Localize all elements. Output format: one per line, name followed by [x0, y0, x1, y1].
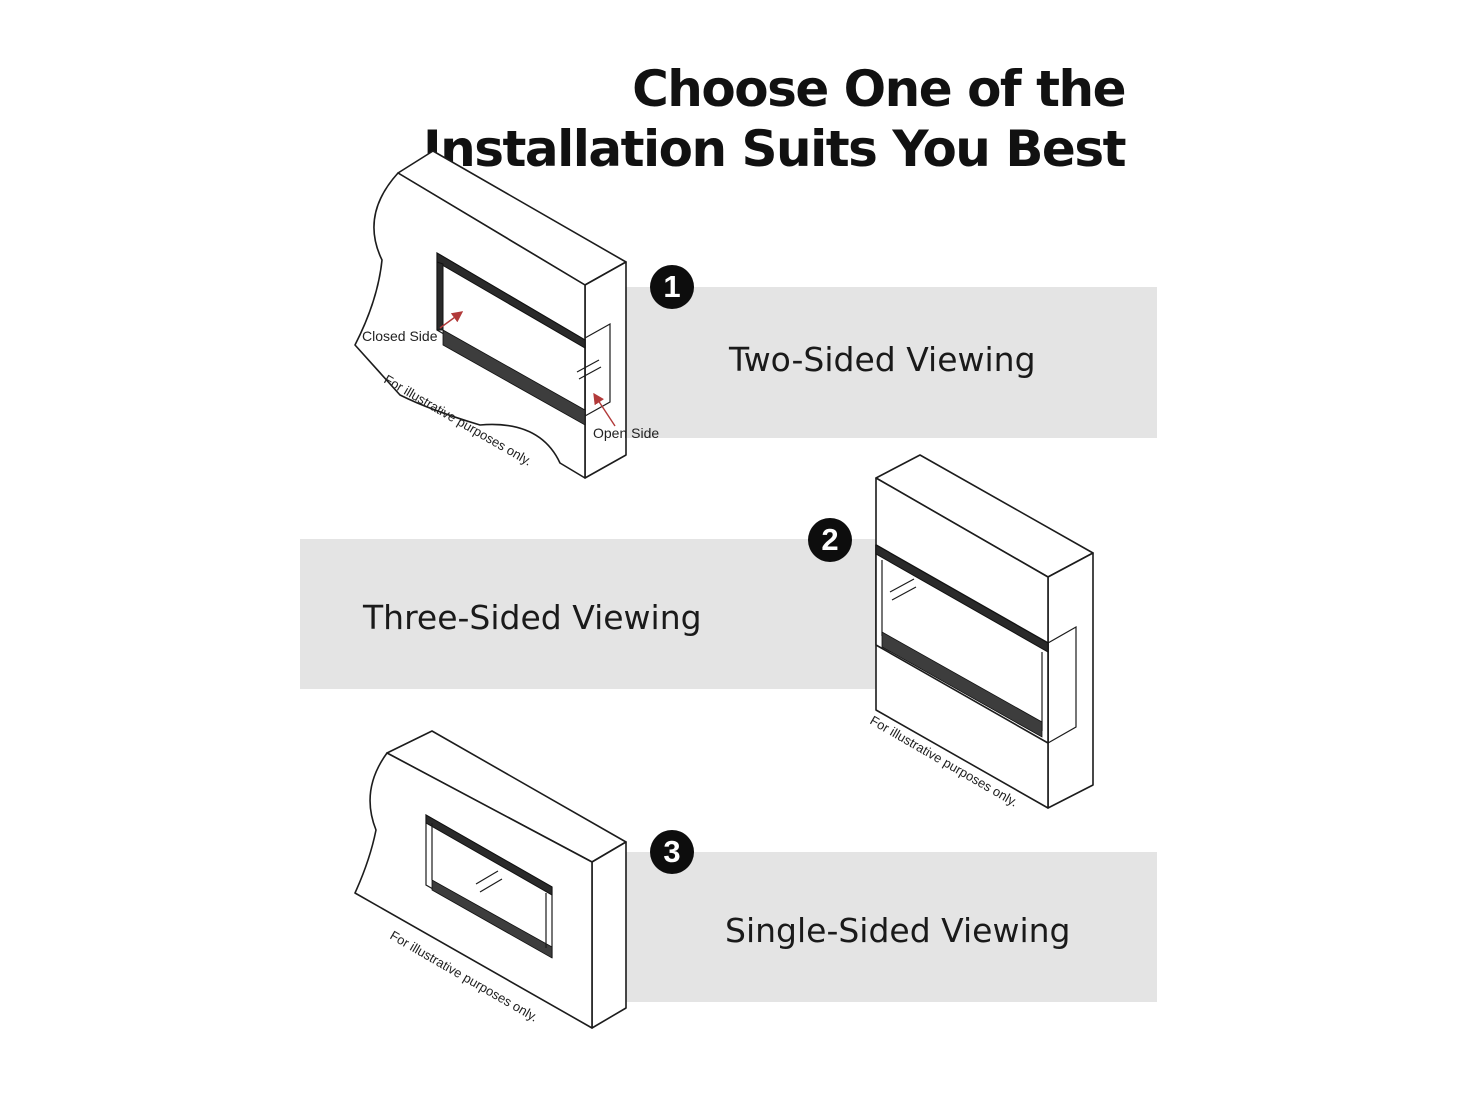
wall-side-face	[584, 261, 627, 479]
closed-side-arrow	[439, 311, 464, 329]
option-label-single-sided: Single-Sided Viewing	[725, 911, 1071, 950]
option-label-two-sided: Two-Sided Viewing	[729, 340, 1036, 379]
option-number-badge-3: 3	[650, 830, 694, 874]
glass-edges	[881, 560, 1043, 731]
firebox-closed-side-panel	[436, 261, 444, 331]
option-number-badge-2: 2	[808, 518, 852, 562]
page-title-line-2: Installation Suits You Best	[423, 120, 1126, 178]
open-side-glass	[584, 322, 611, 417]
cabinet-side-face	[1047, 552, 1094, 809]
glass-reflection-marks	[475, 870, 503, 893]
open-side-label: Open Side	[593, 425, 659, 441]
wall-front-face	[354, 172, 586, 479]
option-number-badge-1: 1	[650, 265, 694, 309]
option-band-two-sided	[626, 287, 1157, 438]
two-sided-fireplace-drawing: Closed Side Open Side For illustrative p…	[354, 150, 659, 479]
side-glass-panel	[1047, 625, 1077, 744]
closed-side-label: Closed Side	[362, 328, 438, 344]
open-side-arrow	[593, 392, 616, 427]
page-title-line-1: Choose One of the	[632, 60, 1126, 118]
option-band-three-sided	[300, 539, 880, 689]
wall-front-face	[354, 752, 593, 1029]
firebox-top-trim	[425, 814, 553, 896]
log-bed	[431, 879, 553, 959]
option-band-single-sided	[626, 852, 1157, 1002]
wall-side-face	[591, 841, 627, 1029]
option-label-three-sided: Three-Sided Viewing	[363, 598, 702, 637]
glass-reflection-marks	[576, 359, 602, 380]
three-sided-fireplace-drawing: For illustrative purposes only.	[868, 454, 1094, 810]
glass-reflection-marks	[889, 578, 917, 601]
log-bed	[881, 631, 1043, 738]
firebox-top-trim	[436, 252, 586, 349]
log-bed	[442, 329, 586, 426]
single-sided-fireplace-drawing: For illustrative purposes only.	[354, 730, 627, 1029]
firebox-top-trim	[875, 544, 1049, 653]
glass-edges	[431, 823, 547, 948]
